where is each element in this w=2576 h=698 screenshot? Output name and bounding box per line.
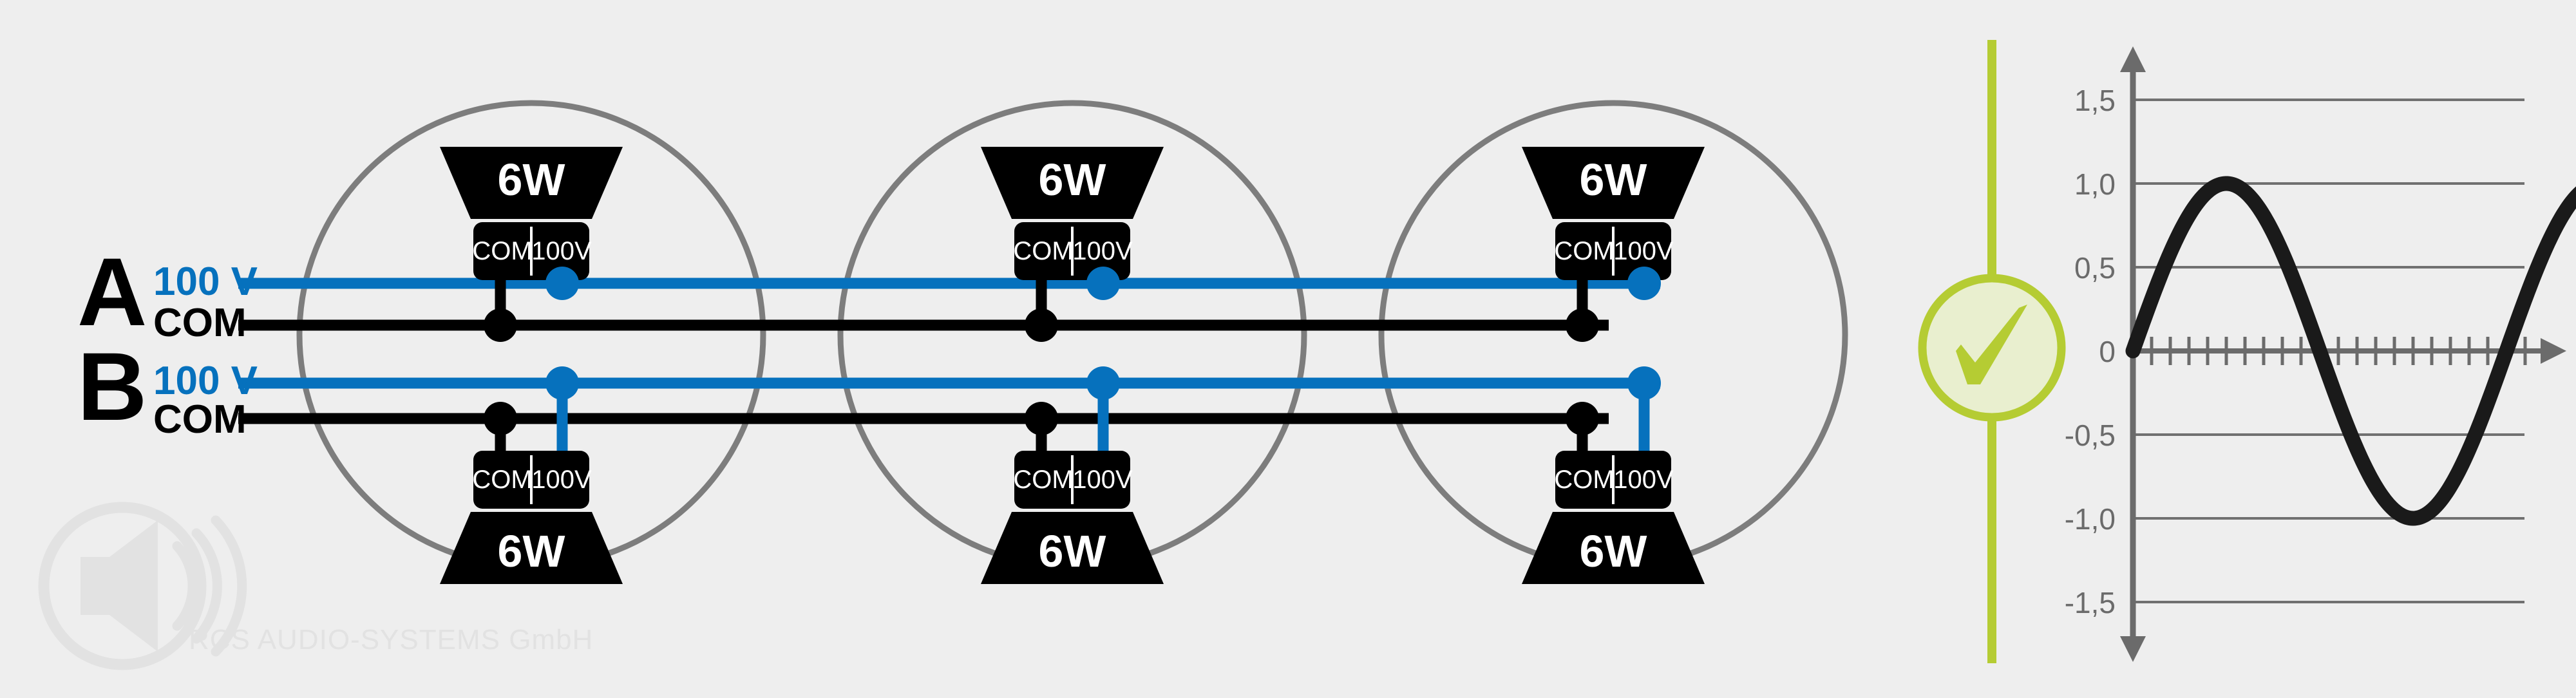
junction-dot-com-top-3 (1566, 308, 1599, 342)
terminal-hot-top-3: 100V (1613, 237, 1674, 265)
bus-label-a-letter: A (77, 238, 147, 346)
speaker-cone-bottom-3 (1522, 512, 1705, 584)
speaker-cone-top-3 (1522, 147, 1705, 219)
speaker-group-1: 6W COM 100V COM 100V 6W (440, 147, 623, 584)
y-tick-label-0: 0 (2099, 335, 2116, 368)
terminal-com-bottom-3: COM (1554, 466, 1614, 494)
junction-dot-100v-bottom-1 (545, 366, 579, 400)
junction-dot-100v-top-3 (1627, 267, 1661, 300)
x-axis-ticks (2150, 337, 2527, 365)
y-tick-label-neg1_0: -1,0 (2065, 502, 2116, 536)
watermark-text: RCS AUDIO-SYSTEMS GmbH (189, 624, 593, 656)
speaker-power-bottom-3: 6W (1580, 526, 1647, 576)
terminal-com-bottom-1: COM (472, 466, 532, 494)
speaker-cone-bottom-2 (981, 512, 1164, 584)
terminal-com-top-3: COM (1554, 237, 1614, 265)
bus-label-b-voltage: 100 V (153, 359, 258, 403)
junction-dot-100v-top-2 (1086, 267, 1120, 300)
junction-dot-com-top-1 (484, 308, 517, 342)
terminal-hot-top-1: 100V (531, 237, 592, 265)
y-tick-label-neg0_5: -0,5 (2065, 419, 2116, 452)
bus-label-b-common: COM (153, 397, 247, 442)
speaker-cone-top-2 (981, 147, 1164, 219)
speaker-power-bottom-1: 6W (498, 526, 565, 576)
y-axis-arrow-down (2120, 636, 2146, 662)
speaker-power-bottom-2: 6W (1039, 526, 1106, 576)
speaker-group-2: 6W COM 100V COM 100V 6W (981, 147, 1164, 584)
junction-dot-com-top-2 (1025, 308, 1058, 342)
check-mark-icon (1956, 305, 2027, 384)
y-tick-label-1_0: 1,0 (2074, 167, 2116, 201)
speaker-group-3: 6W COM 100V COM 100V 6W (1522, 147, 1705, 584)
terminal-com-top-1: COM (472, 237, 532, 265)
bus-label-b-letter: B (77, 332, 147, 440)
bus-label-a-common: COM (153, 301, 247, 345)
y-axis-arrow-up (2120, 46, 2146, 72)
speaker-cone-top-1 (440, 147, 623, 219)
speaker-cone-bottom-1 (440, 512, 623, 584)
waveform-chart: 1,5 1,0 0,5 0 -0,5 -1,0 -1,5 (2065, 46, 2576, 662)
junction-dot-com-bottom-2 (1025, 402, 1058, 435)
speaker-power-top-2: 6W (1039, 155, 1106, 205)
terminal-com-top-2: COM (1013, 237, 1073, 265)
terminal-hot-bottom-2: 100V (1072, 466, 1133, 494)
junction-dot-100v-bottom-2 (1086, 366, 1120, 400)
terminal-hot-bottom-3: 100V (1613, 466, 1674, 494)
speaker-power-top-3: 6W (1580, 155, 1647, 205)
terminal-com-bottom-2: COM (1013, 466, 1073, 494)
junction-dot-com-bottom-3 (1566, 402, 1599, 435)
junction-dot-com-bottom-1 (484, 402, 517, 435)
junction-dot-100v-top-1 (545, 267, 579, 300)
y-tick-label-1_5: 1,5 (2074, 84, 2116, 117)
terminal-hot-top-2: 100V (1072, 237, 1133, 265)
sine-wave-curve (2125, 176, 2576, 526)
terminal-hot-bottom-1: 100V (531, 466, 592, 494)
y-tick-label-neg1_5: -1,5 (2065, 586, 2116, 619)
junction-dot-100v-bottom-3 (1627, 366, 1661, 400)
watermark-logo (38, 502, 247, 670)
bus-label-a-voltage: 100 V (153, 259, 258, 304)
speaker-power-top-1: 6W (498, 155, 565, 205)
y-tick-label-0_5: 0,5 (2074, 251, 2116, 285)
x-axis-arrow-right (2541, 338, 2566, 364)
